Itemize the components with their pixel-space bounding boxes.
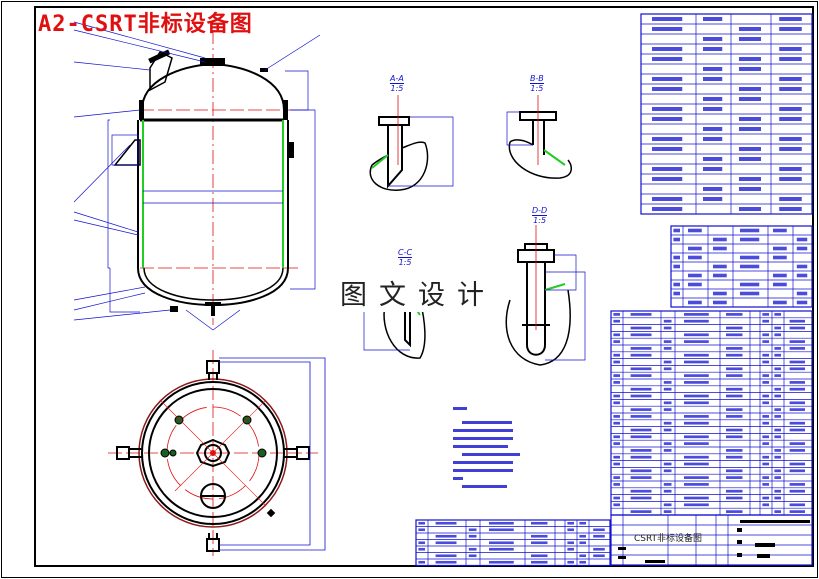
note-line [453,461,513,464]
section-label-c-c: C-C 1:5 [398,248,413,267]
tables-layer [415,13,813,567]
section-b-b [506,95,572,179]
title-block-drawing-name: CSRT非标设备图 [633,534,703,544]
section-name: B-B [530,74,544,84]
note-line [453,407,467,410]
note-line [462,453,520,456]
section-label-d-d: D-D 1:5 [532,206,548,225]
section-scale: 1:5 [398,258,412,267]
note-line [453,469,513,472]
section-a-a [369,95,454,191]
technical-characteristics-table [640,13,813,215]
title-block-mark [618,547,626,550]
section-scale: 1:5 [530,84,544,93]
section-name: A-A [390,74,404,84]
section-name: C-C [398,248,413,258]
title-block-mark [645,560,665,563]
title-block-mark [757,554,770,558]
title-block-mark [740,520,810,523]
title-block-mark [737,540,742,544]
watermark: 图文设计 [338,273,498,312]
note-line [462,485,507,488]
title-block-mark [737,553,742,557]
section-d-d [505,225,586,366]
note-line [453,437,513,440]
title-block-mark [755,543,775,547]
section-label-a-a: A-A 1:5 [390,74,404,93]
title-block-mark [618,556,626,559]
title-block-mark [737,528,742,532]
note-line [453,477,463,480]
title-block [610,514,813,566]
parts-list-table [610,310,813,516]
nozzle-table [670,225,813,308]
vessel-elevation [73,21,321,331]
section-scale: 1:5 [390,84,404,93]
section-scale: 1:5 [533,216,547,225]
section-label-b-b: B-B 1:5 [530,74,544,93]
note-line [453,429,513,432]
note-line [462,421,512,424]
note-line [453,445,508,448]
vessel-top-view [108,350,326,556]
technical-requirements-notes [453,407,520,488]
drawing-title: A2-CSRT非标设备图 [38,12,253,37]
lower-parts-list [415,519,611,567]
section-name: D-D [532,206,548,216]
